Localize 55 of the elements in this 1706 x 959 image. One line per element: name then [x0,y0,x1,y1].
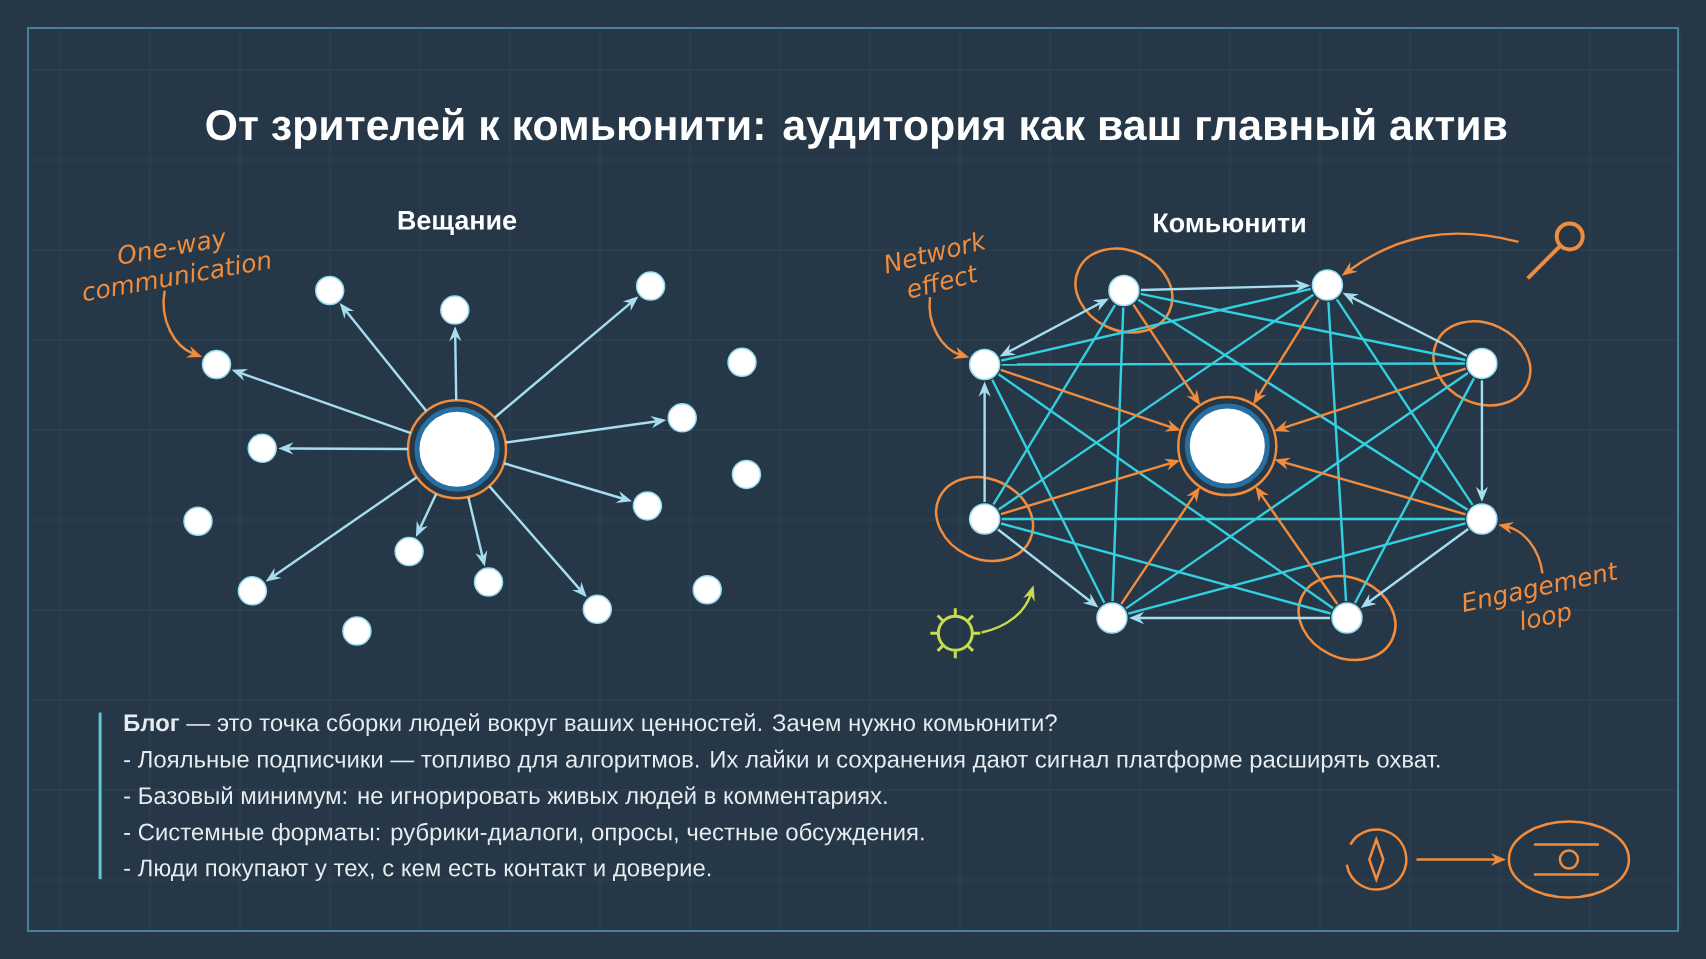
connector-line [991,379,1106,604]
text-line: - Базовый минимум: не игнорировать живых людей в комментариях. [124,786,887,809]
dot [635,271,666,301]
circular-arrow-icon [1345,828,1408,891]
dot [394,536,424,567]
connector-line [998,293,1315,511]
dot [201,349,232,380]
dot [342,616,372,646]
wrench-icon [1525,221,1585,281]
dot [1466,503,1498,535]
connector-line [1001,517,1465,521]
dot [968,348,1001,381]
connector-line [1000,287,1312,362]
connector-line [1111,307,1125,602]
dot [1311,269,1344,301]
connector-line [997,373,1334,610]
dot [1096,602,1128,634]
hub-circle [1177,395,1278,497]
dot [1466,347,1498,380]
connector-line [1327,302,1348,602]
dot [247,433,277,464]
dot [582,594,613,625]
dot [968,503,1001,535]
dot [1331,602,1363,634]
connector-line [1353,377,1476,604]
text-line: - Лояльные подписчики — топливо для алгоритмов. Их лайки и сохранения дают сигнал платформе расширять охват. [124,749,1440,773]
connector-line [1137,298,1469,511]
dot [473,567,504,597]
connector-line [992,304,1117,506]
dot [692,574,722,605]
dot [314,275,345,306]
connector-line [1125,372,1469,610]
dot [632,491,663,521]
connector-line [1128,522,1466,615]
dot [727,347,757,378]
heading: Комьюнити [1154,213,1305,233]
text-line: Блог — это точка сборки людей вокруг ваших ценностей. Зачем нужно комьюнити? [124,713,1057,736]
annotation-text: Network effect [885,232,986,298]
dot [667,403,697,433]
connector-line [1335,298,1474,506]
dot [1108,274,1140,307]
sketch-icon [1507,820,1631,899]
dot [183,506,213,536]
connector-line [1001,362,1465,366]
heading: Вещание [398,211,517,235]
dot [237,576,268,606]
hub-circle [406,399,508,500]
text-line: - Системные форматы: рубрики-диалоги, опросы, честные обсуждения. [124,822,924,846]
text-line: - Люди покупают у тех, с кем есть контакт и доверие. [124,859,711,882]
title: От зрителей к комьюнити: аудитория как ваш главный актив [206,108,1507,149]
gear-icon [928,606,982,660]
connector-line [1140,292,1466,362]
dot [731,459,762,490]
dot [440,295,470,325]
connector-line [1000,522,1331,615]
